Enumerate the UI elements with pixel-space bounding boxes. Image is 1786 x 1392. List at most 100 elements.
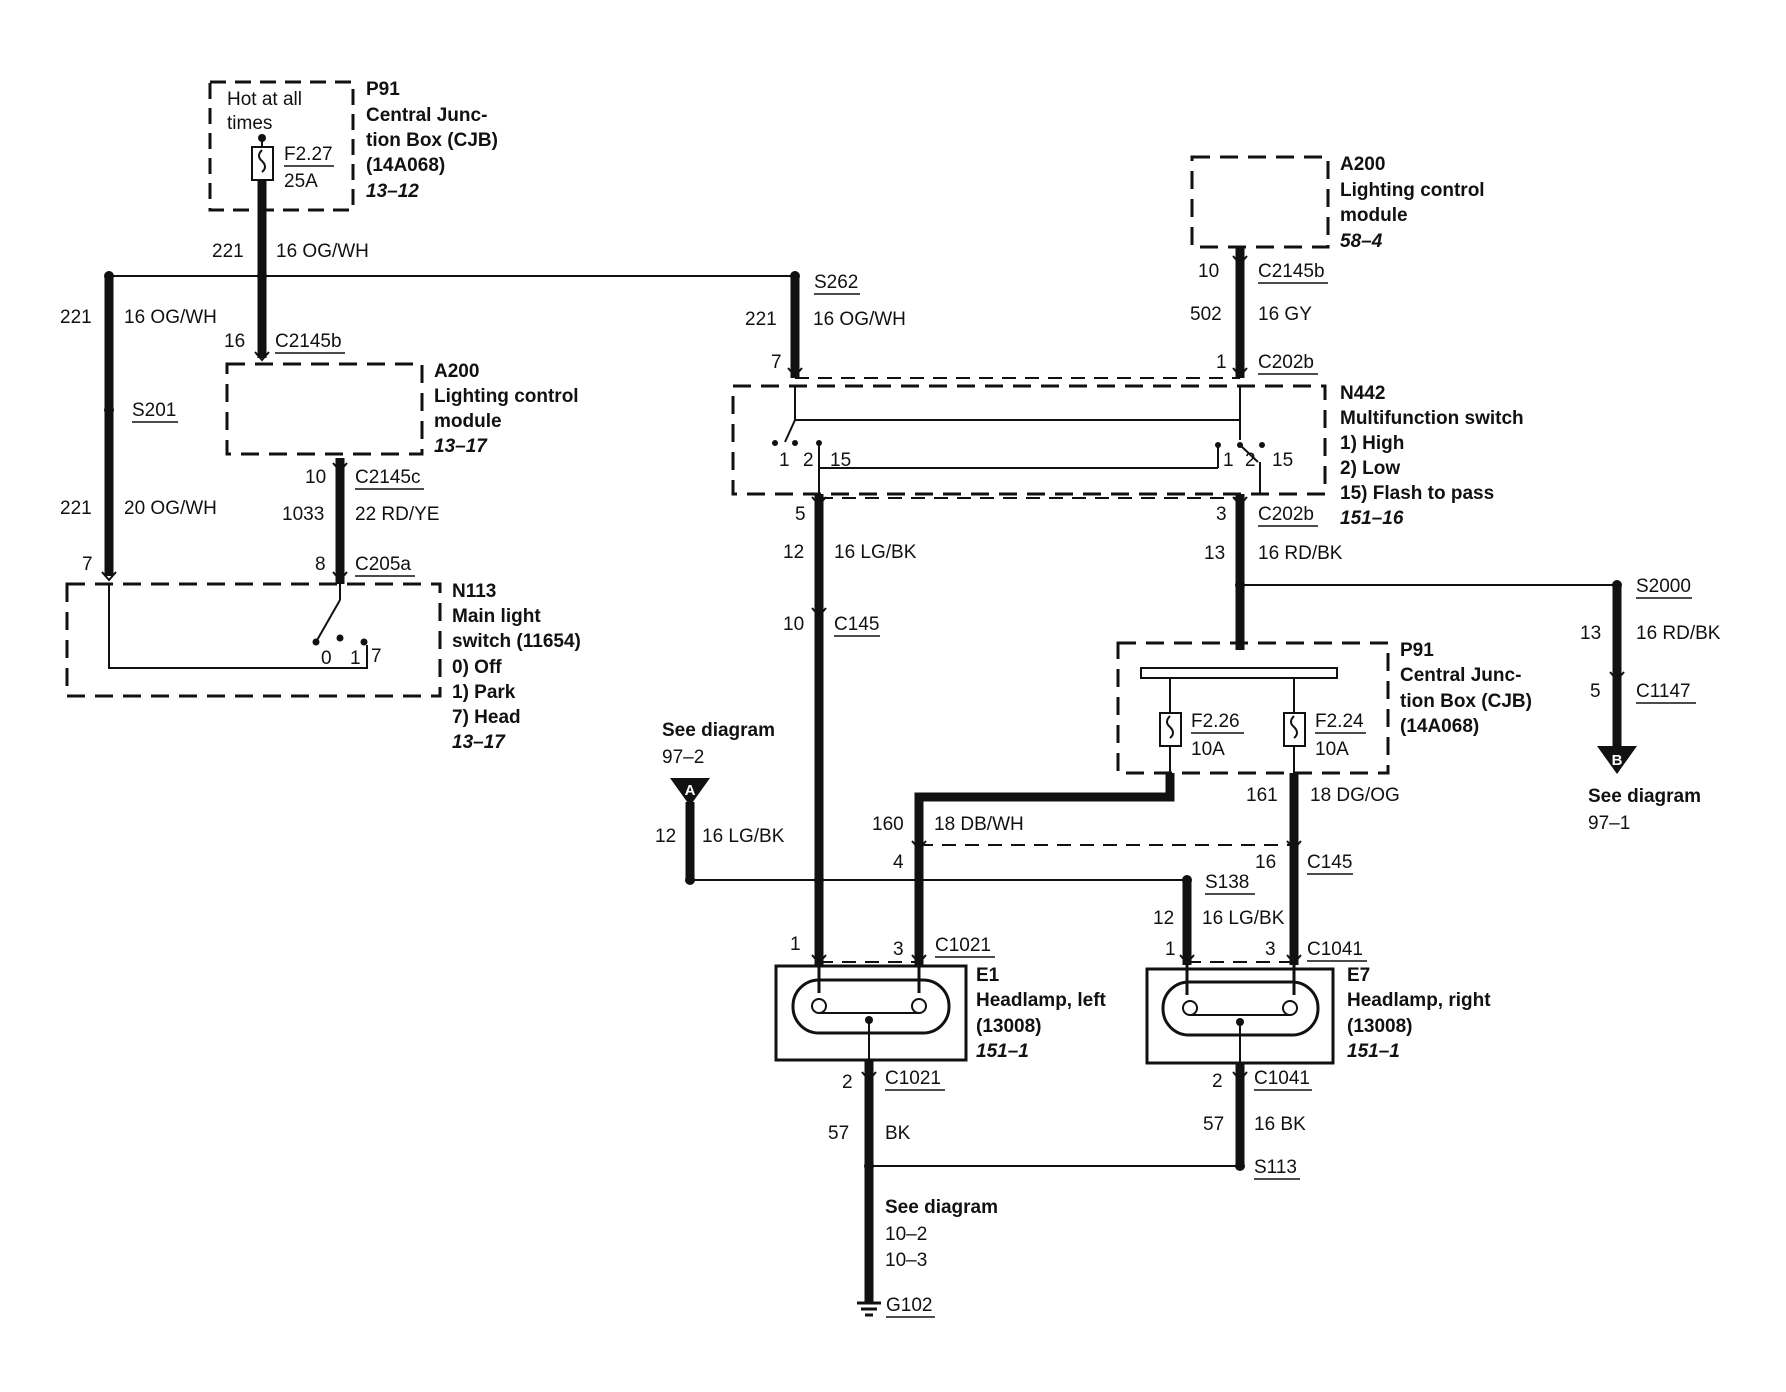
wire-57-right-circuit: 57 xyxy=(1203,1114,1224,1135)
fuse-f2-26-label: F2.26 xyxy=(1191,711,1240,732)
wire-502-spec: 16 GY xyxy=(1258,304,1312,325)
wire-221-top-spec: 16 OG/WH xyxy=(276,241,369,262)
fuse-f2-26-rating: 10A xyxy=(1191,739,1225,760)
ref-a-letter: A xyxy=(685,782,696,799)
fuse-f2-24-label: F2.24 xyxy=(1315,711,1364,732)
wire-221-left-lower-spec: 20 OG/WH xyxy=(124,498,217,519)
n113-box xyxy=(65,582,442,698)
wire-161-circuit: 161 xyxy=(1246,785,1278,806)
a200-right-name2: module xyxy=(1340,205,1408,226)
n442-right-contact-1: 1 xyxy=(1223,450,1234,471)
c145-low-name: C145 xyxy=(1307,852,1352,873)
n113-contact-0: 0 xyxy=(321,648,332,669)
ground-ref-text: See diagram xyxy=(885,1197,998,1218)
ground-ref-line1: 10–2 xyxy=(885,1224,927,1245)
splice-s113: S113 xyxy=(1254,1157,1297,1178)
cjb-mid-name2: tion Box (CJB) xyxy=(1400,691,1532,712)
wire-160-spec: 18 DB/WH xyxy=(934,814,1024,835)
c2145b-right-pin: 10 xyxy=(1198,261,1219,282)
e7-id: E7 xyxy=(1347,965,1370,986)
c2145b-left-pin: 16 xyxy=(224,331,245,352)
e1-ref: 151–1 xyxy=(976,1041,1029,1062)
fuse-f2-24-rating: 10A xyxy=(1315,739,1349,760)
c145-low-pin: 16 xyxy=(1255,852,1276,873)
cjb-mid-name1: Central Junc- xyxy=(1400,665,1521,686)
c1041-bot-name: C1041 xyxy=(1254,1068,1310,1089)
a200-right-ref: 58–4 xyxy=(1340,231,1383,252)
wire-12-mid-circuit: 12 xyxy=(783,542,804,563)
n442-left-contact-15: 15 xyxy=(830,450,851,471)
wire-13-right-circuit: 13 xyxy=(1580,623,1601,644)
hot-note-line2: times xyxy=(227,113,272,134)
fuse-f2-27-label: F2.27 xyxy=(284,144,333,165)
fuse-f2-26-icon xyxy=(1159,712,1182,747)
wire-160-circuit: 160 xyxy=(872,814,904,835)
wire-161-spec: 18 DG/OG xyxy=(1310,785,1400,806)
ref-b-num: 97–1 xyxy=(1588,813,1630,834)
ref-a-text: See diagram xyxy=(662,720,775,741)
cjb-mid-name3: (14A068) xyxy=(1400,716,1479,737)
cjb-top-ref: 13–12 xyxy=(366,181,419,202)
n442-right-contact-15: 15 xyxy=(1272,450,1293,471)
n442-id: N442 xyxy=(1340,383,1385,404)
n113-contact-1: 1 xyxy=(350,648,361,669)
n442-left-contact-2: 2 xyxy=(803,450,814,471)
fuse-f2-24-icon xyxy=(1283,712,1306,747)
c2145c-pin: 10 xyxy=(305,467,326,488)
cjb-top-name3: (14A068) xyxy=(366,155,445,176)
cjb-mid-busbar xyxy=(1140,667,1338,679)
wire-57-left-spec: BK xyxy=(885,1123,911,1144)
wire-57-right-spec: 16 BK xyxy=(1254,1114,1306,1135)
c2145b-right-name: C2145b xyxy=(1258,261,1325,282)
c202b-top-pin7: 7 xyxy=(771,352,782,373)
a200-right-id: A200 xyxy=(1340,154,1385,175)
splice-s262: S262 xyxy=(814,272,858,293)
ref-a-num: 97–2 xyxy=(662,747,704,768)
wire-1033-spec: 22 RD/YE xyxy=(355,504,439,525)
ground-ref-line2: 10–3 xyxy=(885,1250,927,1271)
n442-name1: Multifunction switch xyxy=(1340,408,1524,429)
e7-ref: 151–1 xyxy=(1347,1041,1400,1062)
ground-icon xyxy=(857,1301,881,1317)
wire-502-circuit: 502 xyxy=(1190,304,1222,325)
n442-pos1: 1) High xyxy=(1340,433,1404,454)
c1021-top-name: C1021 xyxy=(935,935,991,956)
c145-mid-name: C145 xyxy=(834,614,879,635)
a200-right-box xyxy=(1190,155,1330,249)
splice-s2000: S2000 xyxy=(1636,576,1691,597)
n113-pos0: 0) Off xyxy=(452,657,502,678)
c1041-top-pin1: 1 xyxy=(1165,939,1176,960)
c145-mid-pin: 10 xyxy=(783,614,804,635)
c1041-top-pin: 3 xyxy=(1265,939,1276,960)
c202b-bot-name: C202b xyxy=(1258,504,1314,525)
a200-left-ref: 13–17 xyxy=(434,436,488,457)
ref-b-text: See diagram xyxy=(1588,786,1701,807)
ref-a-marker-icon[interactable] xyxy=(670,778,710,806)
ref-b-marker-icon[interactable] xyxy=(1597,746,1637,774)
n113-pos1: 1) Park xyxy=(452,682,516,703)
c145-low-pin4: 4 xyxy=(893,852,904,873)
n113-name2: switch (11654) xyxy=(452,631,581,652)
wire-12-left-spec: 16 LG/BK xyxy=(702,826,785,847)
e1-name2: (13008) xyxy=(976,1016,1042,1037)
c202b-bot-pin: 3 xyxy=(1216,504,1227,525)
ref-b-letter: B xyxy=(1612,752,1623,769)
n442-pos15: 15) Flash to pass xyxy=(1340,483,1494,504)
n113-switch-arm xyxy=(315,599,341,643)
c205a-pin: 8 xyxy=(315,554,326,575)
e1-name1: Headlamp, left xyxy=(976,990,1107,1011)
cjb-top-name1: Central Junc- xyxy=(366,105,487,126)
n113-ref: 13–17 xyxy=(452,732,506,753)
c1041-bot-pin: 2 xyxy=(1212,1071,1223,1092)
splice-dot xyxy=(257,271,267,281)
c1041-top-name: C1041 xyxy=(1307,939,1363,960)
wire-1033-circuit: 1033 xyxy=(282,504,324,525)
fuse-f2-27-icon xyxy=(251,146,274,181)
c202b-bot-pin5: 5 xyxy=(795,504,806,525)
wire-221-mid-spec: 16 OG/WH xyxy=(813,309,906,330)
c205a-pin7: 7 xyxy=(82,554,93,575)
headlamp-left xyxy=(774,964,968,1062)
hot-note-line1: Hot at all xyxy=(227,89,302,110)
e7-name2: (13008) xyxy=(1347,1016,1413,1037)
splice-s201-dot xyxy=(104,405,114,415)
